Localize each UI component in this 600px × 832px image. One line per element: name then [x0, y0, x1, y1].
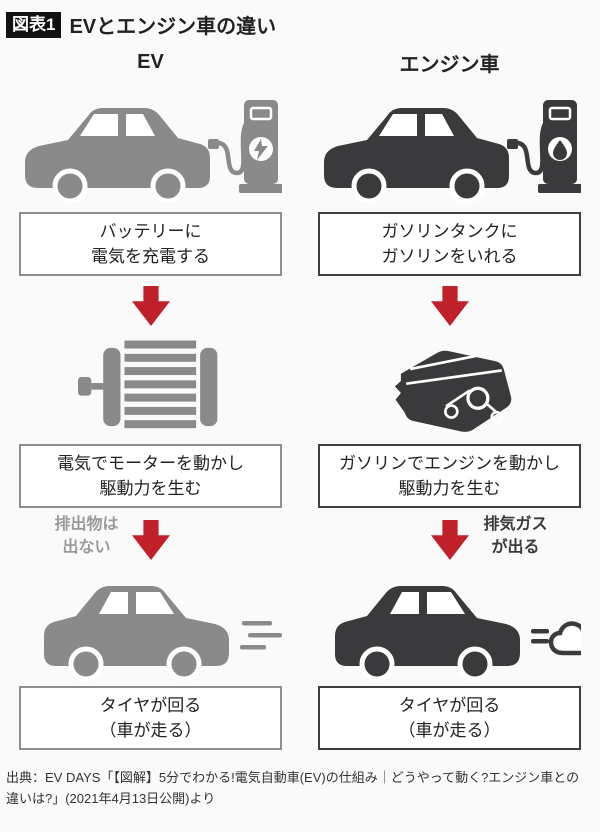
lightning-icon — [253, 139, 268, 160]
column-title-ev: EV — [137, 50, 164, 73]
engine-block-icon — [394, 350, 511, 432]
down-arrow-icon — [430, 520, 469, 560]
engine-refueling-illustration — [318, 85, 581, 209]
column-title-engine: エンジン車 — [399, 53, 500, 76]
exhaust-smoke-icon — [530, 621, 581, 656]
down-arrow-icon — [430, 286, 469, 326]
car-refueling-icon — [323, 100, 581, 204]
front-window — [125, 114, 155, 136]
fuel-port — [506, 139, 518, 149]
rear-window — [378, 114, 417, 136]
pulley — [489, 410, 502, 423]
motion-lines-icon — [239, 621, 282, 650]
pump-base — [537, 184, 581, 193]
moving-car-icon — [334, 586, 581, 681]
belt — [485, 402, 497, 414]
wheel — [351, 168, 386, 204]
front-window — [424, 114, 454, 136]
comparison-diagram: EV エンジン車 — [0, 39, 600, 753]
gas-pump-icon — [537, 100, 581, 193]
station-base — [238, 184, 282, 193]
station-screen — [249, 106, 272, 121]
car-icon — [334, 586, 520, 681]
pulley — [443, 404, 459, 419]
car-icon — [43, 586, 229, 681]
wheel — [150, 168, 185, 204]
charge-port — [207, 139, 219, 149]
car-icon — [323, 108, 509, 204]
charging-station-icon — [238, 100, 282, 193]
wheel — [449, 168, 484, 204]
car-icon — [24, 108, 210, 204]
down-arrow-icon — [131, 520, 170, 560]
pulley — [465, 386, 489, 410]
electric-motor-icon — [77, 340, 217, 429]
wheel — [52, 168, 87, 204]
ev-driving-illustration — [19, 569, 282, 683]
engine-step2-box: ガソリンでエンジンを動かし 駆動力を生む — [318, 444, 581, 508]
ev-step3-box: タイヤが回る （車が走る） — [19, 686, 282, 750]
engine-step3-box: タイヤが回る （車が走る） — [318, 686, 581, 750]
smoke-puff — [548, 621, 581, 656]
moving-car-icon — [43, 586, 282, 681]
figure-badge: 図表1 — [6, 11, 62, 38]
charging-cable — [216, 118, 250, 176]
figure-header: 図表1 EVとエンジン車の違い — [0, 8, 600, 39]
engine-driving-illustration — [318, 569, 581, 683]
car-charging-icon — [24, 100, 282, 204]
fuel-hose — [515, 118, 549, 176]
figure-title: EVとエンジン車の違い — [69, 16, 277, 38]
rear-window — [79, 114, 118, 136]
engine-step1-box: ガソリンタンクに ガソリンをいれる — [318, 212, 581, 276]
ev-step1-box: バッテリーに 電気を充電する — [19, 212, 282, 276]
ev-step2-box: 電気でモーターを動かし 駆動力を生む — [19, 444, 282, 508]
engine-emission-note: 排気ガス が出る — [483, 516, 548, 557]
fuel-drop-icon — [552, 140, 567, 160]
pump-screen — [548, 106, 571, 121]
ev-charging-illustration — [19, 85, 282, 209]
source-caption: 出典：EV DAYS「【図解】5分でわかる!電気自動車(EV)の仕組み｜どうやっ… — [6, 770, 580, 807]
down-arrow-icon — [131, 286, 170, 326]
belt — [444, 389, 471, 408]
ev-emission-note: 排出物は 出ない — [54, 516, 119, 557]
